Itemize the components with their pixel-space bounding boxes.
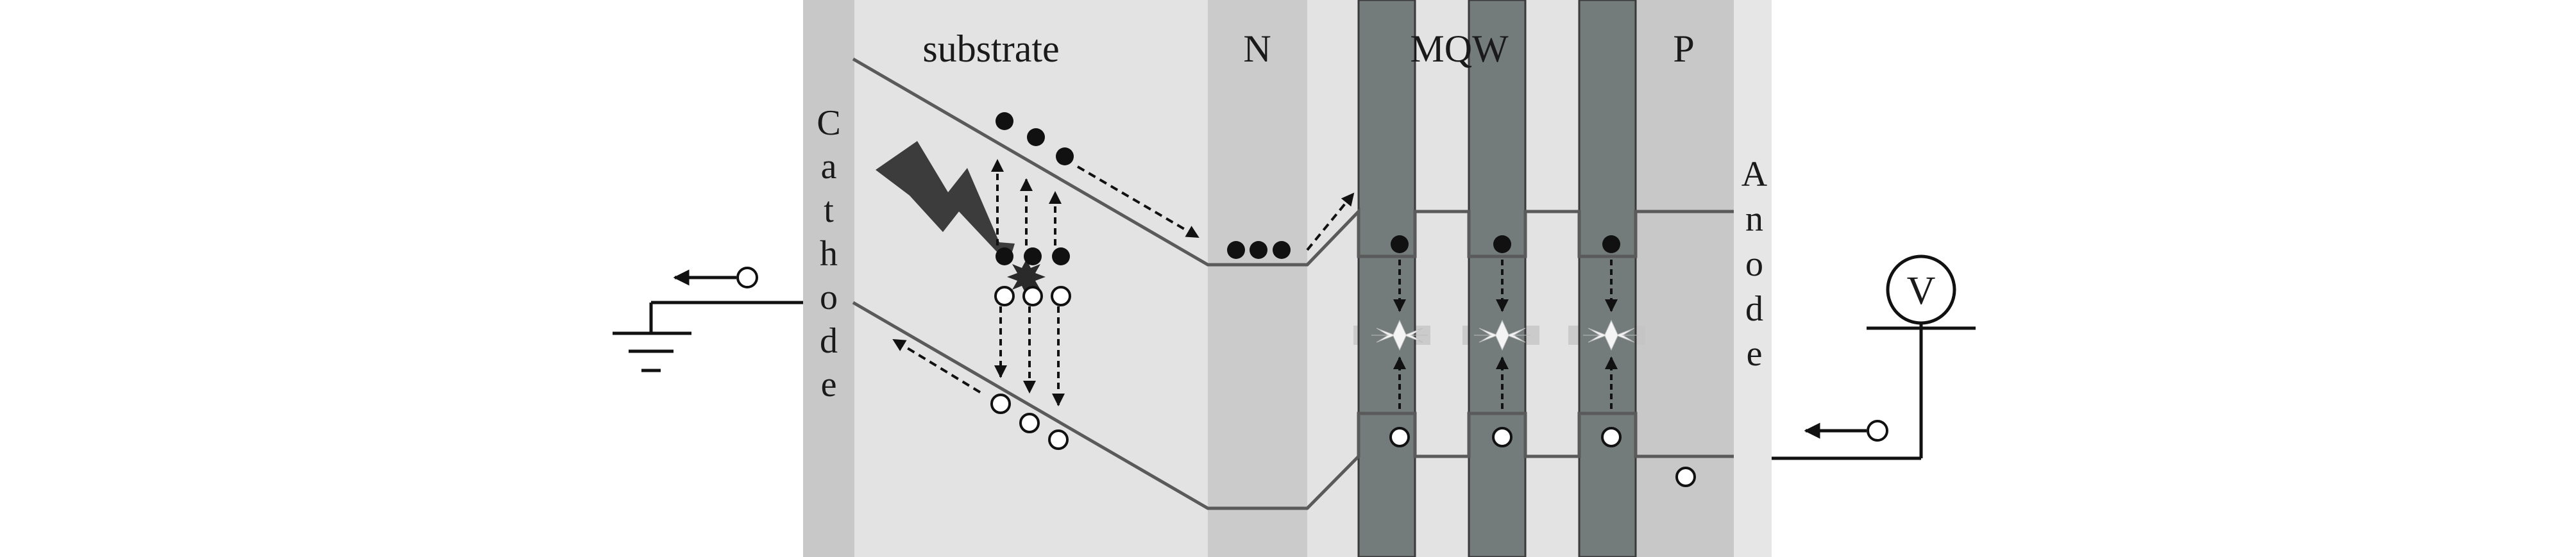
- electron-dot: [1227, 241, 1245, 259]
- substrate-label: substrate: [922, 28, 1059, 70]
- hole-circle: [1601, 427, 1622, 447]
- hole-circle: [1019, 413, 1040, 433]
- light-emission-icon: [1474, 319, 1530, 351]
- voltmeter-label: V: [1907, 269, 1936, 313]
- conduction-band-line: [852, 57, 1734, 267]
- voltmeter-icon: V: [1867, 254, 1976, 330]
- anode-label-letter: n: [1745, 199, 1763, 239]
- mqw-barrier: [1578, 0, 1637, 557]
- cathode-label-letter: t: [824, 190, 834, 230]
- anode-label-letter: A: [1741, 154, 1768, 194]
- electron-dot: [996, 112, 1013, 130]
- electron-drift-arrow: [1076, 165, 1199, 238]
- cathode-label-letter: e: [821, 365, 837, 404]
- anode-label-letter: d: [1745, 289, 1763, 329]
- light-emission-icon: [1371, 319, 1428, 351]
- cathode-label-letter: d: [820, 321, 838, 361]
- cathode-label-letter: o: [820, 278, 838, 317]
- electron-dot: [1493, 235, 1511, 253]
- mqw-barrier: [1468, 0, 1527, 557]
- absorption-flash-icon: [1007, 260, 1046, 295]
- electron-dot: [1602, 235, 1620, 253]
- holes: [990, 286, 1696, 487]
- light-emission-icon: [1583, 319, 1640, 351]
- electron-dot: [1027, 128, 1045, 146]
- hole-circle: [1022, 286, 1043, 306]
- valence-band-line: [852, 301, 1734, 510]
- anode-current-arrow: [1804, 420, 1888, 442]
- electrons: [996, 112, 1620, 265]
- electron-dot: [1052, 247, 1070, 265]
- anode-circuit: [1772, 328, 1923, 460]
- mqw-barrier: [1357, 0, 1416, 557]
- electron-dot: [1391, 235, 1409, 253]
- cathode-label-letter: a: [821, 147, 837, 187]
- hole-circle: [994, 286, 1015, 306]
- cathode-column: [803, 0, 854, 557]
- hole-circle: [990, 394, 1011, 414]
- lightning-bolt-icon: [876, 141, 1015, 264]
- mqw-label: MQW: [1410, 28, 1509, 70]
- hole-circle: [1675, 467, 1696, 487]
- p-layer-label: P: [1673, 28, 1694, 70]
- cathode-label-letter: C: [817, 103, 840, 143]
- electron-dot: [1056, 147, 1074, 165]
- cathode-label-letter: h: [820, 234, 838, 274]
- n-layer-label: N: [1243, 28, 1271, 70]
- n-layer-column: [1208, 0, 1307, 557]
- electron-dot: [1273, 241, 1291, 259]
- cathode-circuit: [649, 301, 803, 332]
- electron-dot: [996, 247, 1013, 265]
- recombination-arrows: [1393, 260, 1618, 409]
- hole-circle: [1051, 286, 1071, 306]
- electron-dot: [1024, 247, 1042, 265]
- hole-drift-arrow: [892, 338, 981, 394]
- anode-strip: [1734, 0, 1772, 557]
- electron-dot: [1250, 241, 1267, 259]
- cathode-current-arrow: [673, 267, 758, 288]
- ground-icon: [613, 331, 691, 372]
- p-layer-column: [1634, 0, 1734, 557]
- hole-circle: [1492, 427, 1513, 447]
- anode-label-letter: o: [1745, 244, 1763, 284]
- hole-circle: [1389, 427, 1410, 447]
- hole-circle: [1048, 429, 1069, 450]
- anode-label-letter: e: [1747, 334, 1763, 374]
